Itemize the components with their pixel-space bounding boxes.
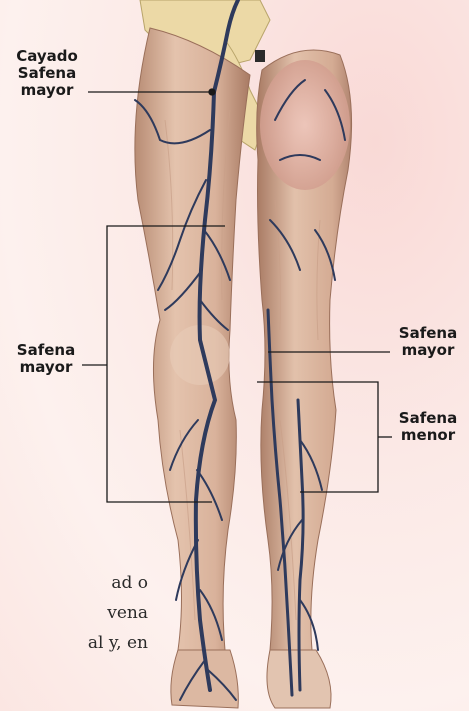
body-paragraph-fragment: ad o vena al y, en [0,568,148,658]
paragraph-line: ad o [0,568,148,598]
paragraph-line: vena [0,598,148,628]
paragraph-line: al y, en [0,628,148,658]
label-safena-mayor-left: Safena mayor [8,342,84,376]
label-safena-menor: Safena menor [390,410,466,444]
label-cayado-safena-mayor: Cayado Safena mayor [4,48,90,99]
label-safena-mayor-right: Safena mayor [390,325,466,359]
